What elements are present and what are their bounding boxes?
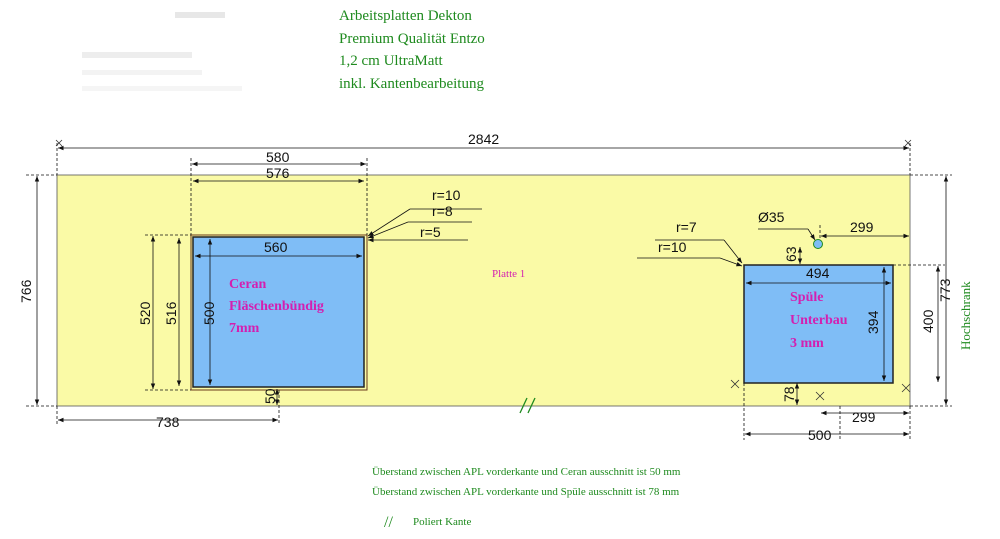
header-line-1: Arbeitsplatten Dekton xyxy=(339,8,472,24)
dim-radius-5: r=5 xyxy=(420,224,441,240)
blurred-header-block xyxy=(82,12,242,91)
dim-sink-height-394: 394 xyxy=(865,310,881,334)
cooktop-label-line-2: Fläschenbündig xyxy=(229,299,324,314)
sink-label-line-1: Spüle xyxy=(790,290,823,305)
dim-sink-radius-7: r=7 xyxy=(676,219,697,235)
note-cooktop-overhang: Überstand zwischen APL vorderkante und C… xyxy=(372,466,681,478)
dim-sink-front-78: 78 xyxy=(781,386,797,402)
polished-edge-symbol: // xyxy=(384,514,393,531)
cross-marks xyxy=(55,139,912,401)
header-line-2: Premium Qualität Entzo xyxy=(339,31,485,47)
dim-cooktop-left-738: 738 xyxy=(156,414,180,430)
dim-cooktop-516: 516 xyxy=(163,301,179,325)
plate-label: Platte 1 xyxy=(492,268,525,280)
dim-sink-bottom-500: 500 xyxy=(808,427,832,443)
dim-sink-radius-10: r=10 xyxy=(658,239,687,255)
dim-tap-63: 63 xyxy=(783,246,799,262)
note-sink-overhang: Überstand zwischen APL vorderkante und S… xyxy=(372,486,680,498)
dim-cooktop-580: 580 xyxy=(266,149,290,165)
dimension-lines xyxy=(26,143,952,440)
dim-total-length: 2842 xyxy=(468,131,499,147)
header-line-4: inkl. Kantenbearbeitung xyxy=(339,76,484,92)
dim-cooktop-front-50: 50 xyxy=(262,388,278,404)
dim-cooktop-500: 500 xyxy=(201,301,217,325)
sink-label-line-2: Unterbau xyxy=(790,313,848,328)
dim-sink-bottom-299: 299 xyxy=(852,409,876,425)
tall-cabinet-label: Hochschrank xyxy=(958,281,973,350)
dim-total-depth: 766 xyxy=(18,279,34,303)
dim-cooktop-520: 520 xyxy=(137,301,153,325)
dim-right-773: 773 xyxy=(937,278,953,302)
dim-radius-8: r=8 xyxy=(432,203,453,219)
dim-right-400: 400 xyxy=(920,309,936,333)
dim-tap-hole: Ø35 xyxy=(758,209,785,225)
polished-edge-label: Poliert Kante xyxy=(413,516,471,528)
cooktop-label-line-3: 7mm xyxy=(229,321,260,336)
dim-cooktop-576: 576 xyxy=(266,165,290,181)
cooktop-cutout xyxy=(192,236,365,388)
dim-radius-10: r=10 xyxy=(432,187,461,203)
tap-hole xyxy=(813,239,823,249)
dim-tap-right-299: 299 xyxy=(850,219,874,235)
cooktop-label-line-1: Ceran xyxy=(229,277,267,292)
polished-edge-mark xyxy=(519,397,536,414)
dim-cooktop-560: 560 xyxy=(264,239,288,255)
dim-sink-width-494: 494 xyxy=(806,265,830,281)
header-line-3: 1,2 cm UltraMatt xyxy=(339,53,444,69)
sink-label-line-3: 3 mm xyxy=(790,336,824,351)
